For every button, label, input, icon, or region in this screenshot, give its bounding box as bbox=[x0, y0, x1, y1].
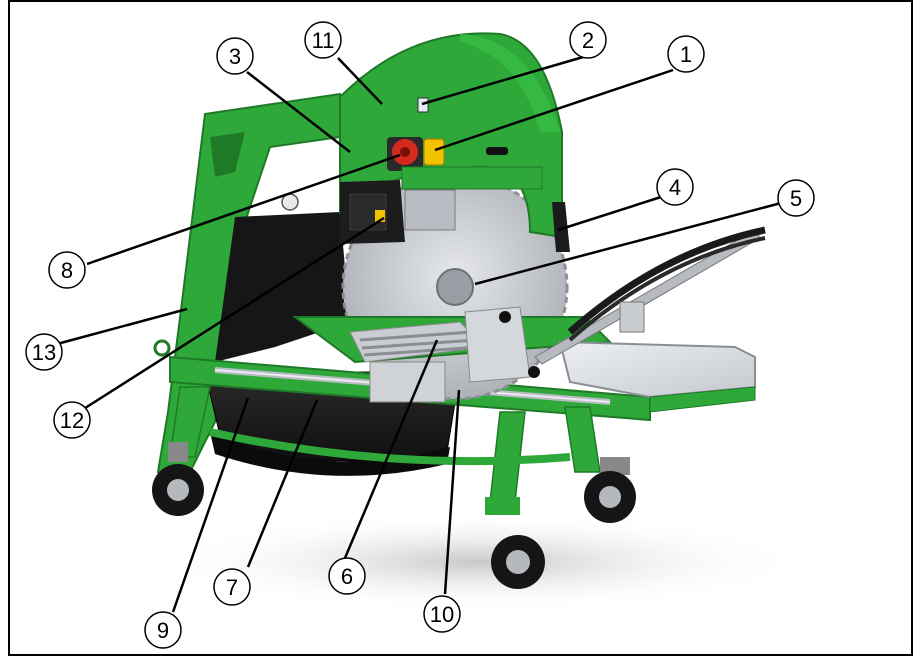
callout-5-label: 5 bbox=[790, 186, 802, 211]
sliding-table bbox=[292, 306, 613, 403]
callout-8: 8 bbox=[48, 251, 86, 289]
callout-6-label: 6 bbox=[341, 564, 353, 589]
callout-7-label: 7 bbox=[226, 575, 238, 600]
callout-11-label: 11 bbox=[312, 28, 335, 53]
callout-8-label: 8 bbox=[61, 258, 73, 283]
wheel-front-left bbox=[485, 497, 545, 589]
callout-3: 3 bbox=[216, 37, 254, 75]
callout-2: 2 bbox=[569, 21, 607, 59]
callout-12: 12 bbox=[53, 401, 91, 439]
callout-12-label: 12 bbox=[60, 408, 84, 433]
callout-3-label: 3 bbox=[229, 44, 241, 69]
power-switches bbox=[387, 137, 445, 171]
wheels bbox=[152, 442, 636, 589]
callout-1-label: 1 bbox=[680, 42, 692, 67]
callout-9-label: 9 bbox=[157, 618, 169, 643]
wheel-front-right bbox=[584, 457, 636, 523]
callout-13-label: 13 bbox=[32, 340, 56, 365]
callout-13: 13 bbox=[25, 333, 63, 371]
wheel-rear-left bbox=[152, 442, 204, 516]
callout-7: 7 bbox=[213, 568, 251, 606]
callout-6: 6 bbox=[328, 557, 366, 595]
callout-4: 4 bbox=[656, 168, 694, 206]
callout-10-label: 10 bbox=[430, 602, 454, 627]
leader-lines bbox=[56, 53, 782, 613]
callout-10: 10 bbox=[423, 595, 461, 633]
callout-11: 11 bbox=[304, 21, 342, 59]
machine-diagram: 1 2 3 4 5 6 7 8 9 10 11 12 bbox=[25, 21, 815, 649]
callout-4-label: 4 bbox=[669, 175, 681, 200]
ground-shadow bbox=[150, 512, 810, 612]
callout-9: 9 bbox=[144, 611, 182, 649]
callout-1: 1 bbox=[667, 35, 705, 73]
figure-frame: 1 2 3 4 5 6 7 8 9 10 11 12 bbox=[8, 0, 913, 656]
extension-table bbox=[558, 340, 756, 413]
callout-2-label: 2 bbox=[582, 28, 594, 53]
cutting-arm bbox=[534, 226, 766, 365]
callout-5: 5 bbox=[777, 179, 815, 217]
motor bbox=[340, 166, 543, 244]
